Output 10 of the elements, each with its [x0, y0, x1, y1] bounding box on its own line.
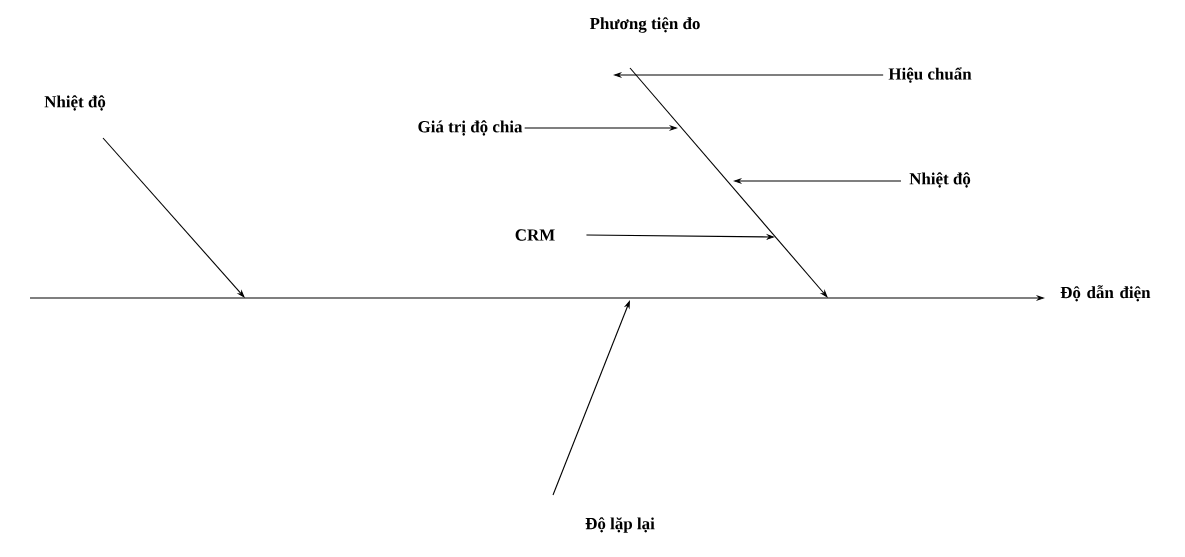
cause-label: Nhiệt độ	[44, 95, 106, 111]
cause-label: Độ lặp lại	[585, 517, 655, 533]
cause-label: CRM	[515, 229, 555, 241]
arrow	[102, 137, 245, 298]
effect-label: Độ dẫn điện	[1060, 285, 1151, 302]
cause-label: Nhiệt độ	[909, 172, 971, 188]
category-label: Phương tiện đo	[589, 17, 700, 33]
cause-label: Giá trị độ chia	[418, 120, 523, 136]
cause-label: Hiệu chuẩn	[888, 67, 972, 83]
bone-arrow	[629, 67, 828, 298]
